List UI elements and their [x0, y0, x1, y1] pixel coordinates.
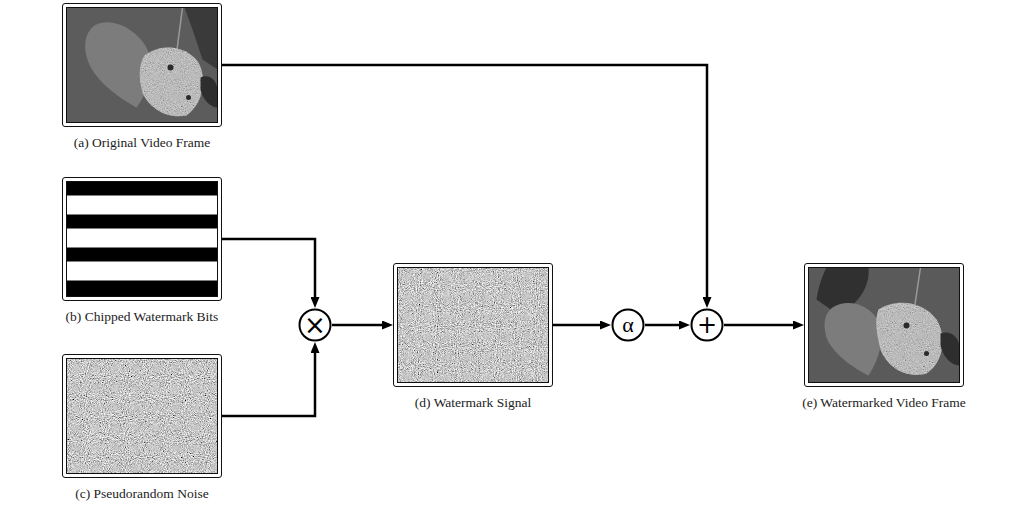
- stripe-black: [67, 182, 218, 196]
- stripe-black: [67, 248, 218, 262]
- operator-label: α: [611, 308, 645, 342]
- stripe-black: [67, 281, 218, 297]
- image-frame: [393, 263, 553, 387]
- leaf-shape: [825, 303, 882, 375]
- image-frame: [804, 263, 964, 387]
- panel-caption: (c) Pseudorandom Noise: [75, 486, 208, 502]
- stripe-black: [67, 215, 218, 229]
- stripe-white: [67, 182, 218, 297]
- image-frame: [62, 354, 222, 478]
- leaf-stem: [915, 268, 921, 308]
- leaf-texture: [137, 38, 212, 123]
- leaf-spot: [186, 95, 191, 100]
- noise-field: [398, 268, 549, 383]
- noise-field: [67, 359, 218, 474]
- image-panel: (b) Chipped Watermark Bits: [62, 177, 222, 325]
- shadow-region: [201, 76, 218, 107]
- leaf-spot: [168, 65, 174, 71]
- arrow-connector: [332, 324, 385, 327]
- image-frame: [62, 177, 222, 301]
- leaf-spot: [904, 323, 910, 329]
- arrow-connector: [645, 324, 682, 327]
- operator-label: +: [690, 308, 724, 342]
- image-frame-inner: [66, 7, 218, 123]
- arrow-connector: [222, 350, 315, 416]
- video-frame-image: [67, 8, 218, 123]
- arrow-connector: [222, 239, 315, 300]
- image-frame: [62, 3, 222, 127]
- panel-caption: (e) Watermarked Video Frame: [802, 395, 966, 411]
- gain-symbol: α: [611, 308, 645, 342]
- video-frame-image: [809, 268, 960, 383]
- panel-caption: (a) Original Video Frame: [74, 135, 211, 151]
- arrow-connector: [724, 324, 796, 327]
- leaf-stem: [177, 8, 183, 54]
- noise-image: [67, 359, 218, 474]
- panel-caption: (d) Watermark Signal: [415, 395, 531, 411]
- image-panel: (a) Original Video Frame: [62, 3, 222, 151]
- arrow-connector: [222, 65, 707, 300]
- panel-caption: (b) Chipped Watermark Bits: [66, 309, 219, 325]
- image-frame-inner: [66, 181, 218, 297]
- image-panel: (e) Watermarked Video Frame: [802, 263, 966, 411]
- noise-image: [398, 268, 549, 383]
- frame-background: [809, 268, 960, 383]
- leaf-spot: [924, 351, 929, 356]
- image-frame-inner: [66, 358, 218, 474]
- arrow-connector: [553, 324, 603, 327]
- multiply-symbol: ×: [298, 308, 332, 342]
- frame-background: [67, 8, 218, 123]
- stripe-image: [67, 182, 218, 297]
- operator-label: ×: [298, 308, 332, 342]
- image-panel: (d) Watermark Signal: [393, 263, 553, 411]
- image-frame-inner: [808, 267, 960, 383]
- image-frame-inner: [397, 267, 549, 383]
- shadow-region: [941, 332, 960, 365]
- sum-symbol: +: [690, 308, 724, 342]
- image-panel: (c) Pseudorandom Noise: [62, 354, 222, 502]
